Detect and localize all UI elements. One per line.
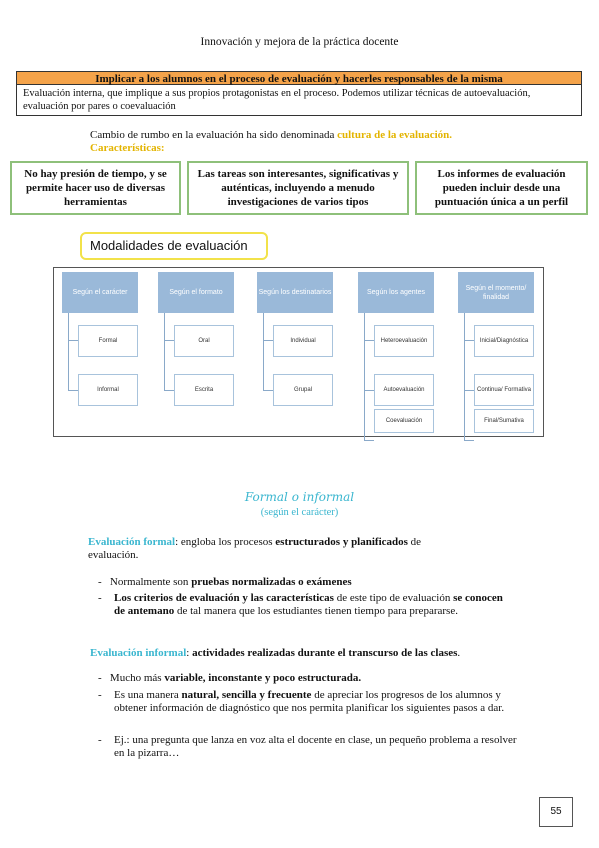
bullet-text: Normalmente son bbox=[109, 576, 192, 588]
formal-bold: estructurados y planificados bbox=[275, 536, 408, 548]
page-number: 55 bbox=[539, 797, 573, 827]
diagram-header: Según los destinatarios bbox=[257, 272, 333, 313]
diagram-child: Escrita bbox=[174, 374, 234, 406]
diagram-child: Oral bbox=[174, 325, 234, 357]
diagram-child: Grupal bbox=[273, 374, 333, 406]
diagram-child: Coevaluación bbox=[374, 409, 434, 433]
feature-box: Los informes de evaluación pueden inclui… bbox=[415, 161, 588, 215]
list-item: - Los criterios de evaluación y las cara… bbox=[98, 592, 508, 618]
formal-text: : engloba los procesos bbox=[175, 536, 276, 548]
feature-box: No hay presión de tiempo, y se permite h… bbox=[10, 161, 181, 215]
formal-label: Evaluación formal bbox=[88, 536, 176, 548]
cambio-text: Cambio de rumbo en la evaluación ha sido… bbox=[90, 129, 338, 141]
list-item: - Ej.: una pregunta que lanza en voz alt… bbox=[98, 734, 528, 760]
diagram-header: Según el formato bbox=[158, 272, 234, 313]
box-body: Evaluación interna, que implique a sus p… bbox=[16, 85, 582, 116]
list-item: - Es una manera natural, sencilla y frec… bbox=[98, 689, 508, 715]
bullet-text: Ej.: una pregunta que lanza en voz alta … bbox=[114, 734, 517, 759]
diagram-child: Autoevaluación bbox=[374, 374, 434, 406]
diagram-child: Inicial/Diagnóstica bbox=[474, 325, 534, 357]
diagram-header: Según el carácter bbox=[62, 272, 138, 313]
formal-paragraph: Evaluación formal: engloba los procesos … bbox=[88, 536, 468, 562]
informal-label: Evaluación informal bbox=[90, 647, 187, 659]
diagram-header: Según los agentes bbox=[358, 272, 434, 313]
bullet-text: de apreciar los progresos de los alumnos… bbox=[114, 689, 505, 714]
bullet-text: Mucho más bbox=[109, 672, 165, 684]
bullet-bold: Los criterios de evaluación y las caract… bbox=[114, 592, 334, 604]
diagram-child: Heteroevaluación bbox=[374, 325, 434, 357]
diagram-child: Continua/ Formativa bbox=[474, 374, 534, 406]
bullet-bold: pruebas normalizadas o exámenes bbox=[191, 576, 352, 588]
formal-text-end: de evaluación. bbox=[88, 536, 422, 561]
list-item: - Normalmente son pruebas normalizadas o… bbox=[98, 576, 352, 588]
caracteristicas-label: Características: bbox=[90, 142, 165, 154]
informal-text: : bbox=[186, 647, 193, 659]
list-item: - Mucho más variable, inconstante y poco… bbox=[98, 672, 362, 684]
diagram-child: Formal bbox=[78, 325, 138, 357]
box-title: Implicar a los alumnos en el proceso de … bbox=[16, 71, 582, 85]
bullet-bold: se conocen de antemano bbox=[114, 592, 503, 617]
page-header: Innovación y mejora de la práctica docen… bbox=[200, 36, 399, 48]
section-title: Formal o informal bbox=[244, 490, 355, 504]
section-subtitle: (según el carácter) bbox=[260, 507, 339, 518]
informal-bold: actividades realizadas durante el transc… bbox=[192, 647, 458, 659]
diagram-child: Individual bbox=[273, 325, 333, 357]
bullet-body: Los criterios de evaluación y las caract… bbox=[114, 592, 508, 618]
cambio-paragraph: Cambio de rumbo en la evaluación ha sido… bbox=[90, 129, 452, 141]
modalidades-diagram: Según el carácter Formal Informal Según … bbox=[53, 267, 544, 441]
cambio-highlight: cultura de la evaluación. bbox=[337, 129, 453, 141]
bullet-body: Es una manera natural, sencilla y frecue… bbox=[114, 689, 508, 715]
bullet-text: de este tipo de evaluación bbox=[333, 592, 454, 604]
diagram-child: Informal bbox=[78, 374, 138, 406]
diagram-header: Según el momento/ finalidad bbox=[458, 272, 534, 313]
informal-text-end: . bbox=[457, 647, 461, 659]
feature-box: Las tareas son interesantes, significati… bbox=[187, 161, 409, 215]
bullet-text: de tal manera que los estudiantes tienen… bbox=[174, 605, 458, 617]
bullet-text: Es una manera bbox=[114, 689, 182, 701]
informal-paragraph: Evaluación informal: actividades realiza… bbox=[90, 647, 510, 660]
bullet-bold: variable, inconstante y poco estructurad… bbox=[164, 672, 362, 684]
bullet-bold: natural, sencilla y frecuente bbox=[181, 689, 312, 701]
modalidades-title: Modalidades de evaluación bbox=[80, 232, 268, 260]
diagram-child: Final/Sumativa bbox=[474, 409, 534, 433]
